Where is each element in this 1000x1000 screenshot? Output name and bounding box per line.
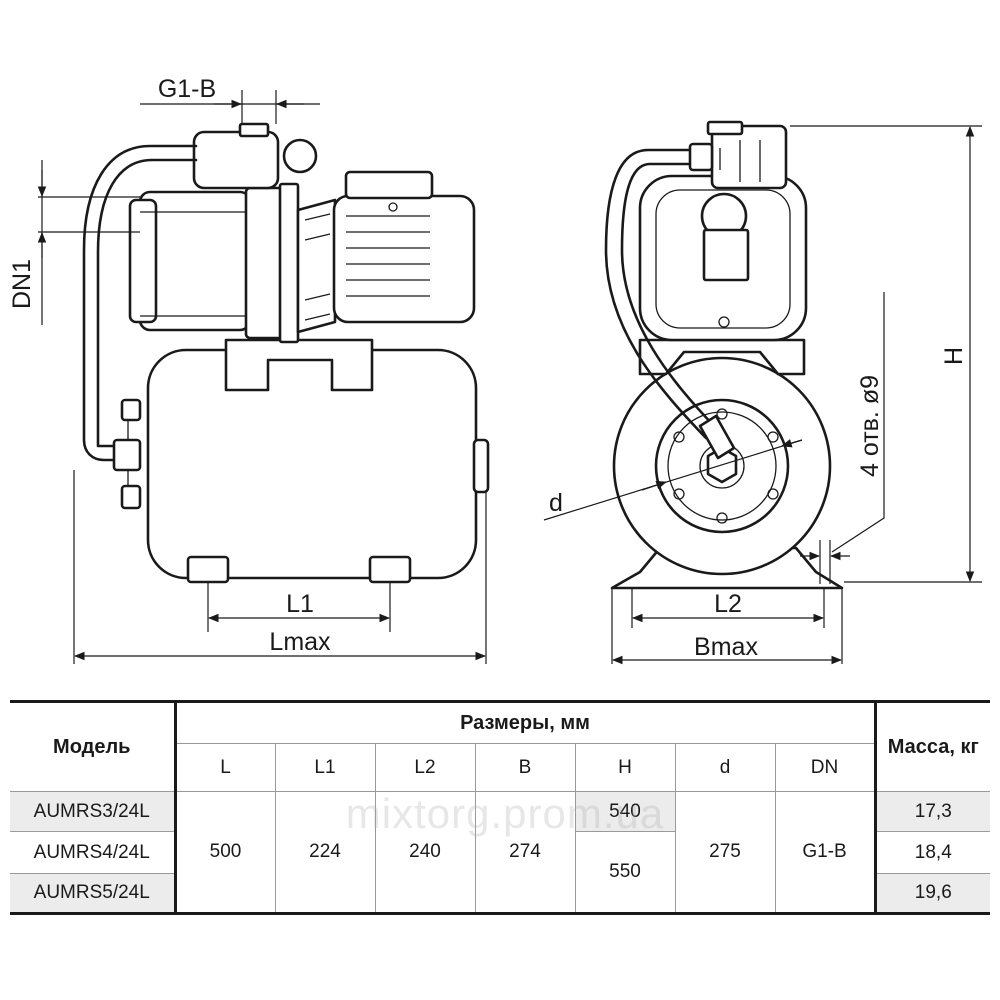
cell-mass: 17,3 bbox=[873, 791, 991, 832]
model-name: AUMRS5/24L bbox=[10, 873, 177, 914]
front-dimensions: H 4 отв. ø9 d L2 Bmax bbox=[543, 125, 982, 665]
cell-b: 274 bbox=[474, 791, 576, 914]
cell-l: 500 bbox=[174, 791, 276, 914]
model-header: Модель bbox=[10, 701, 177, 792]
front-mount-bracket bbox=[638, 338, 806, 376]
dimensions-header: Размеры, мм bbox=[174, 701, 876, 744]
label-lmax: Lmax bbox=[269, 628, 331, 656]
side-pressure-gauge bbox=[282, 138, 318, 174]
col-header-d: d bbox=[674, 743, 776, 792]
label-h: H bbox=[940, 347, 968, 365]
table-row: AUMRS3/24L 500 224 240 274 540 275 G1-B … bbox=[10, 791, 991, 914]
col-header-dn: DN bbox=[774, 743, 876, 792]
col-header-h: H bbox=[574, 743, 676, 792]
col-header-l: L bbox=[175, 743, 276, 792]
col-header-b: B bbox=[474, 743, 576, 792]
side-view bbox=[82, 122, 490, 584]
table-row: AUMRS5/24L 19,6 bbox=[10, 873, 991, 914]
cell-mass: 18,4 bbox=[873, 831, 991, 874]
pump-station-drawing: G1-B DN1 L1 Lmax bbox=[8, 75, 982, 665]
side-mount-bracket bbox=[224, 338, 374, 392]
cell-h: 550 bbox=[574, 831, 676, 914]
model-name: AUMRS4/24L bbox=[10, 831, 177, 874]
side-tank-foot-right bbox=[368, 555, 412, 584]
table-row: AUMRS4/24L 550 18,4 bbox=[10, 831, 991, 914]
front-hose bbox=[604, 148, 708, 440]
label-l2: L2 bbox=[714, 590, 742, 618]
col-header-l2: L2 bbox=[374, 743, 476, 792]
cell-l2: 240 bbox=[374, 791, 476, 914]
specs-table: Модель Размеры, мм Масса, кг L L1 L2 B H… bbox=[10, 700, 991, 915]
cell-d: 275 bbox=[674, 791, 776, 914]
label-dn1: DN1 bbox=[8, 259, 36, 309]
col-header-l1: L1 bbox=[274, 743, 376, 792]
front-view bbox=[604, 120, 844, 590]
label-holes: 4 отв. ø9 bbox=[856, 375, 884, 477]
side-dimensions: G1-B DN1 L1 Lmax bbox=[8, 75, 487, 664]
cell-l1: 224 bbox=[274, 791, 376, 914]
cell-mass: 19,6 bbox=[873, 873, 991, 914]
label-l1: L1 bbox=[286, 590, 314, 618]
cell-dn: G1-B bbox=[774, 791, 876, 914]
side-pressure-switch bbox=[192, 130, 280, 190]
label-bmax: Bmax bbox=[694, 633, 758, 661]
side-motor bbox=[332, 194, 476, 324]
side-hose bbox=[82, 144, 198, 462]
side-tank-foot-left bbox=[186, 555, 230, 584]
mass-header: Масса, кг bbox=[873, 701, 991, 792]
side-tank bbox=[146, 348, 478, 580]
model-name: AUMRS3/24L bbox=[10, 791, 177, 832]
label-d: d bbox=[549, 489, 563, 517]
cell-h: 540 bbox=[574, 791, 676, 832]
label-g1b: G1-B bbox=[158, 75, 216, 103]
